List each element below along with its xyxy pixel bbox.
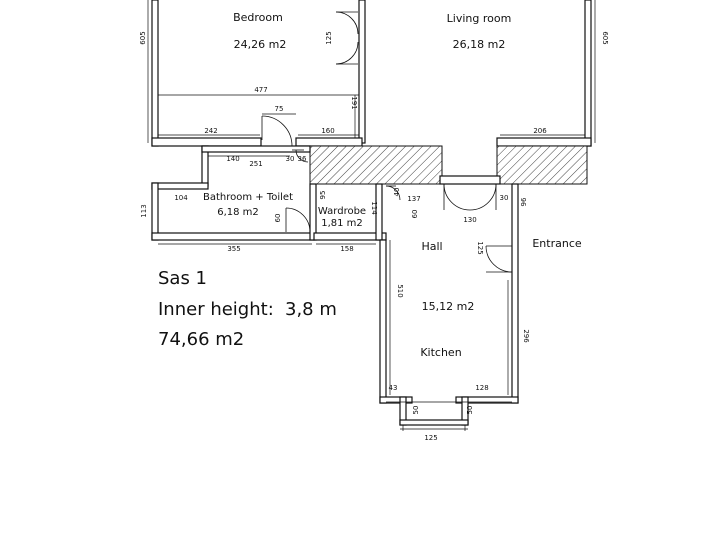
dim-160: 160 (321, 127, 334, 135)
dim-kitchen-50-right: 50 (466, 406, 474, 415)
wardrobe-bottom-wall (313, 232, 387, 241)
area-label-bedroom: 24,26 m2 (234, 38, 287, 51)
dim-242: 242 (204, 127, 217, 135)
bay-bottom-wall (399, 419, 469, 426)
inner-height-label: Inner height: (158, 299, 274, 320)
plan-title: Sas 1 (158, 268, 207, 289)
dim-hall-130: 130 (463, 216, 476, 224)
room-label-hall: Hall (421, 240, 442, 253)
kitchen-right-wall (511, 183, 519, 404)
total-area: 74,66 m2 (158, 329, 244, 350)
room-label-bathroom: Bathroom + Toilet (203, 192, 293, 203)
dim-wardrobe-60: 60 (411, 210, 419, 219)
dim-door-75: 75 (275, 105, 284, 113)
dim-wardrobe-95: 95 (319, 191, 327, 200)
bathroom-wardrobe-divider (309, 183, 317, 241)
hall-small-door-arc (385, 185, 401, 201)
dim-hall-30: 30 (500, 194, 509, 202)
dimension-lines (147, 0, 596, 403)
dim-kitchen-50-left: 50 (412, 406, 420, 415)
area-label-kitchen: 15,12 m2 (422, 300, 475, 313)
entrance-wall (439, 175, 501, 185)
hall-door-arc-left (443, 183, 471, 211)
room-label-kitchen: Kitchen (420, 346, 461, 359)
living-bottom-wall-right (496, 137, 592, 147)
bathroom-top-wall (201, 145, 311, 153)
doors (261, 11, 513, 273)
dim-hall-125: 125 (476, 241, 484, 254)
bathroom-door-arc (261, 115, 293, 147)
dim-wardrobe-40: 40 (393, 188, 401, 197)
dim-251: 251 (249, 160, 262, 168)
hatched-wall-right (496, 145, 588, 185)
kitchen-left-wall (379, 239, 387, 404)
dim-kitchen-128: 128 (475, 384, 488, 392)
area-label-wardrobe: 1,81 m2 (321, 218, 363, 229)
hall-door-arc-right (469, 183, 497, 211)
entrance-door-arc (485, 245, 513, 273)
kitchen-bottom-wall-right (455, 396, 519, 404)
bedroom-door-arc-bottom (335, 41, 359, 65)
room-label-bedroom: Bedroom (233, 11, 283, 24)
bedroom-left-wall (151, 0, 159, 147)
bath-inner-door-arc (295, 149, 309, 163)
walls (151, 0, 592, 431)
area-label-living-room: 26,18 m2 (453, 38, 506, 51)
bedroom-door-arc-top (335, 11, 359, 35)
dim-bath-113: 113 (140, 204, 148, 217)
dim-bedroom-height: 605 (139, 31, 147, 44)
kitchen-bottom-wall-left (379, 396, 413, 404)
dim-kitchen-296: 296 (522, 329, 530, 343)
dim-bath-355: 355 (227, 245, 240, 253)
bathroom-left-wall (151, 182, 159, 241)
dim-living-height: 605 (601, 31, 609, 44)
hatched-wall-center (309, 145, 443, 185)
dim-bedroom-width: 477 (254, 86, 267, 94)
living-right-wall (584, 0, 592, 147)
inner-height-value: 3,8 m (285, 299, 337, 320)
room-label-wardrobe: Wardrobe (318, 206, 366, 217)
dim-bath-60: 60 (274, 214, 282, 223)
dim-140: 140 (226, 155, 239, 163)
wardrobe-right-wall (375, 183, 383, 241)
dim-entrance-96: 96 (520, 197, 528, 206)
bedroom-living-divider-wall (358, 0, 366, 144)
dim-206: 206 (533, 127, 547, 135)
dim-wardrobe-114: 114 (370, 201, 378, 215)
bathroom-step-wall (151, 182, 209, 190)
dim-kitchen-125: 125 (424, 434, 437, 442)
dim-kitchen-43: 43 (389, 384, 398, 392)
room-label-entrance: Entrance (532, 237, 582, 250)
dim-bath-30: 30 (286, 155, 295, 163)
dim-kitchen-510: 510 (396, 284, 404, 297)
area-label-bathroom: 6,18 m2 (217, 207, 259, 218)
dim-191: 191 (350, 96, 358, 109)
bathroom-bottom-wall (151, 232, 315, 241)
dim-wardrobe-137: 137 (407, 195, 420, 203)
dim-bedroom-door-125: 125 (325, 31, 333, 44)
wardrobe-door-arc (285, 207, 311, 233)
dim-wardrobe-158: 158 (340, 245, 353, 253)
dim-bath-36: 36 (298, 155, 307, 163)
room-label-living-room: Living room (447, 12, 512, 25)
bedroom-bottom-wall-left (151, 137, 262, 147)
dim-bath-104: 104 (174, 194, 188, 202)
bedroom-bottom-wall-right (295, 137, 363, 147)
